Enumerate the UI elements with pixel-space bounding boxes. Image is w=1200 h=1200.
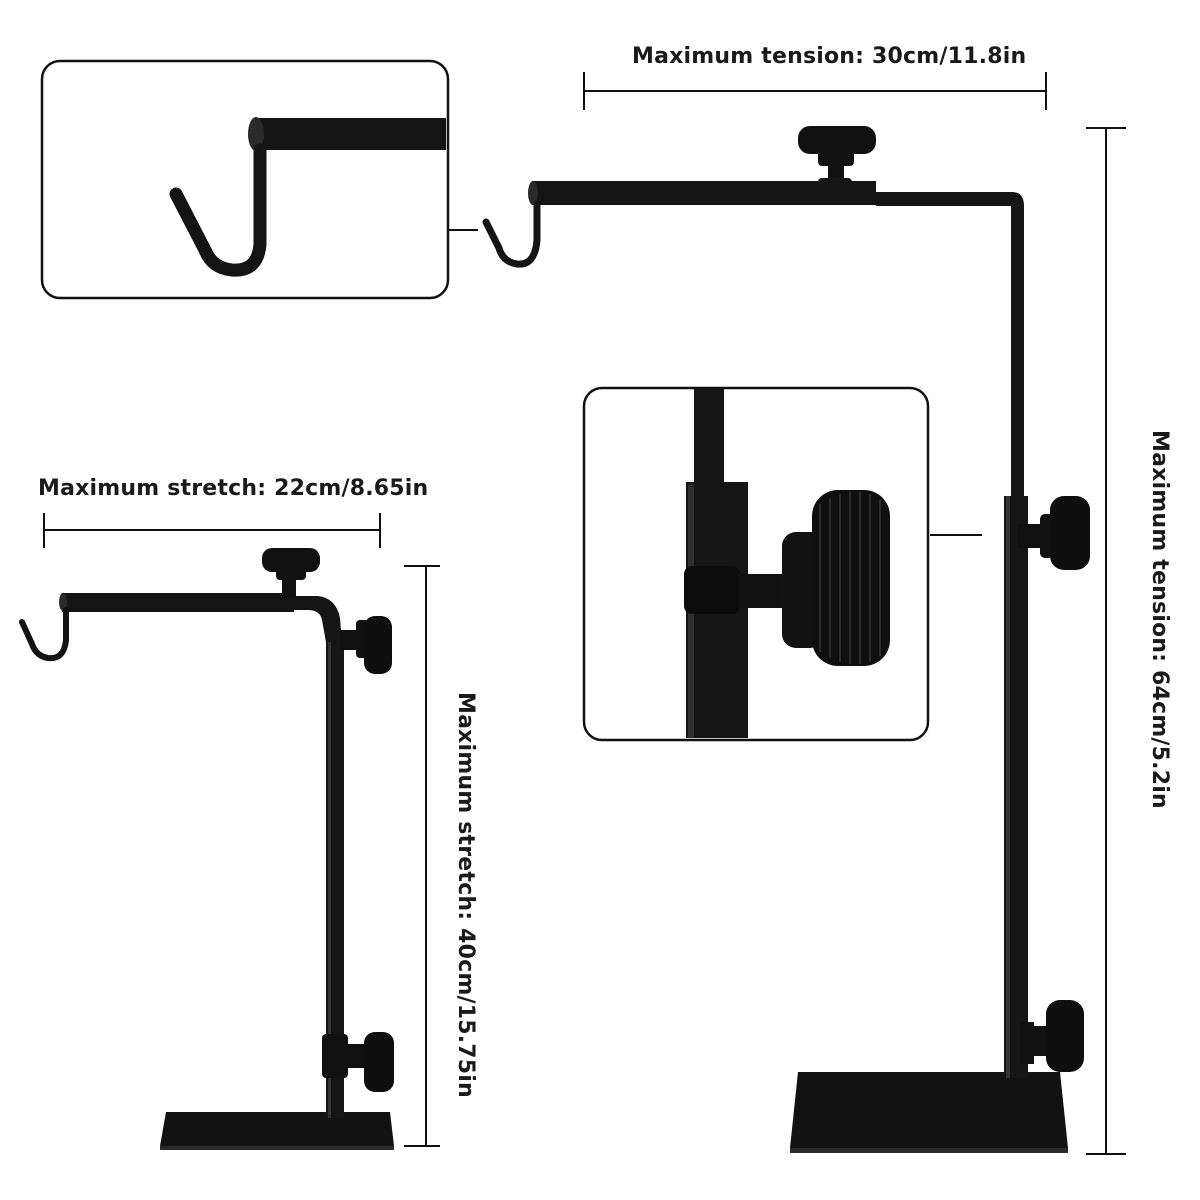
left-stretch-label: Maximum stretch: 22cm/8.65in (38, 476, 429, 501)
top-tension-label: Maximum tension: 30cm/11.8in (632, 44, 1027, 69)
stand-max-tension (482, 126, 1090, 1153)
left-dimension-line (43, 513, 381, 548)
left-vertical-stretch-label: Maximum stretch: 40cm/15.75in (453, 692, 478, 1098)
right-dimension-line (1086, 127, 1126, 1155)
right-vertical-tension-label: Maximum tension: 64cm/5.2in (1147, 430, 1172, 809)
left-vertical-dimension-line (404, 565, 440, 1147)
top-dimension-line (583, 72, 1047, 110)
stand-max-stretch (19, 548, 394, 1150)
knob-detail-inset (582, 386, 982, 742)
hook-detail-inset (40, 59, 478, 300)
